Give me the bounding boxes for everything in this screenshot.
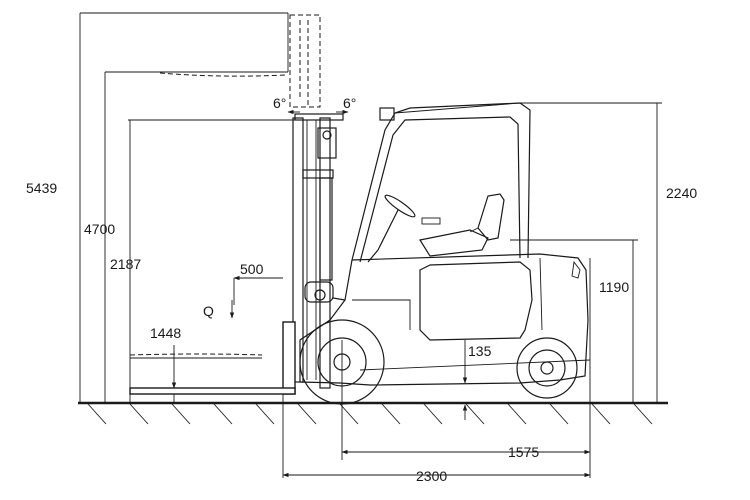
wheelbase-label: 1575 — [508, 444, 539, 460]
ground — [78, 401, 668, 425]
rear-wheel — [516, 337, 578, 399]
raised-fork-outline — [80, 12, 321, 108]
steering-wheel — [367, 194, 416, 263]
free-lift-label: 1448 — [150, 325, 181, 341]
operator-seat — [419, 193, 505, 257]
load-centre-label: 500 — [240, 261, 264, 277]
load-symbol-label: Q — [203, 303, 214, 319]
length-to-fork-face-label: 2300 — [416, 468, 447, 484]
tilt-backward-label: 6° — [343, 95, 356, 111]
overhead-guard — [351, 102, 531, 263]
ground-clearance-label: 135 — [468, 343, 492, 359]
seat-height-label: 1190 — [599, 279, 629, 295]
truck-body — [299, 253, 591, 386]
overall-lift-height-label: 5439 — [26, 180, 57, 196]
tilt-forward-label: 6° — [273, 95, 286, 111]
mast — [292, 113, 346, 389]
max-fork-height-label: 4700 — [84, 221, 115, 237]
forks — [129, 321, 296, 395]
dimension-lines — [79, 13, 662, 478]
overhead-guard-height-label: 2240 — [666, 185, 697, 201]
mast-lowered-height-label: 2187 — [110, 256, 141, 272]
